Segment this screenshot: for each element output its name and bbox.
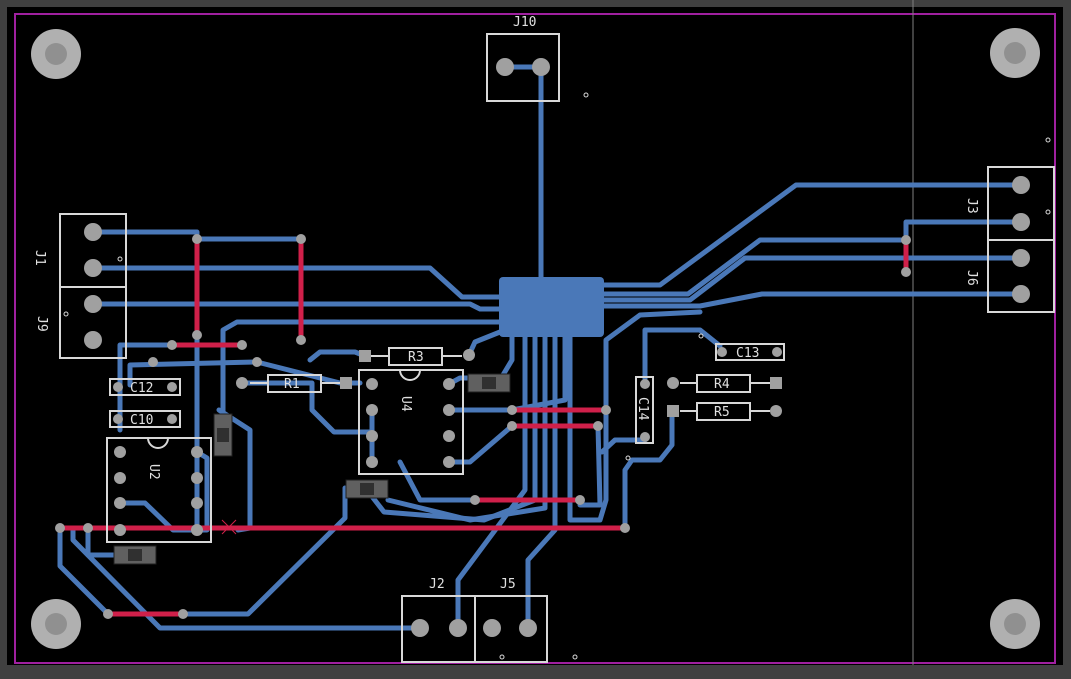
label-j9: J9 [34, 316, 49, 332]
resistor-r5: R5 [667, 402, 782, 421]
label-j10: J10 [513, 15, 536, 30]
resistor-r3: R3 [359, 347, 462, 366]
label-c10: C10 [130, 413, 153, 428]
label-c13: C13 [736, 346, 759, 361]
label-r1: R1 [284, 377, 300, 392]
capacitor-c13: C13 [715, 343, 785, 361]
connector-j10: J10 [486, 15, 560, 102]
label-r4: R4 [714, 377, 730, 392]
ratsnest-x [221, 519, 237, 535]
resistor-r4: R4 [667, 374, 782, 393]
label-j1: J1 [32, 250, 47, 266]
connector-j3-j6: J3 J6 [964, 166, 1055, 313]
ic-u2: U2 [106, 437, 212, 543]
connector-j1-j9: J1 J9 [32, 213, 127, 359]
label-r5: R5 [714, 405, 730, 420]
label-j3: J3 [964, 198, 979, 214]
label-j2: J2 [429, 577, 445, 592]
label-r3: R3 [408, 350, 424, 365]
label-j6: J6 [964, 270, 979, 286]
label-c14: C14 [635, 397, 650, 421]
center-ic-pad [499, 277, 604, 337]
ic-u4: U4 [358, 369, 464, 475]
label-c12: C12 [130, 381, 153, 396]
capacitor-c10: C10 [109, 410, 181, 428]
label-j5: J5 [500, 577, 516, 592]
capacitor-c12: C12 [109, 378, 181, 396]
pads [55, 234, 911, 619]
label-u4: U4 [398, 396, 413, 412]
silk-markers [63, 92, 1051, 660]
capacitor-c14: C14 [635, 376, 654, 444]
top-copper-traces [57, 236, 909, 617]
label-u2: U2 [146, 464, 161, 480]
resistor-r1: R1 [236, 374, 352, 393]
connector-j2-j5: J2 J5 [401, 577, 548, 663]
